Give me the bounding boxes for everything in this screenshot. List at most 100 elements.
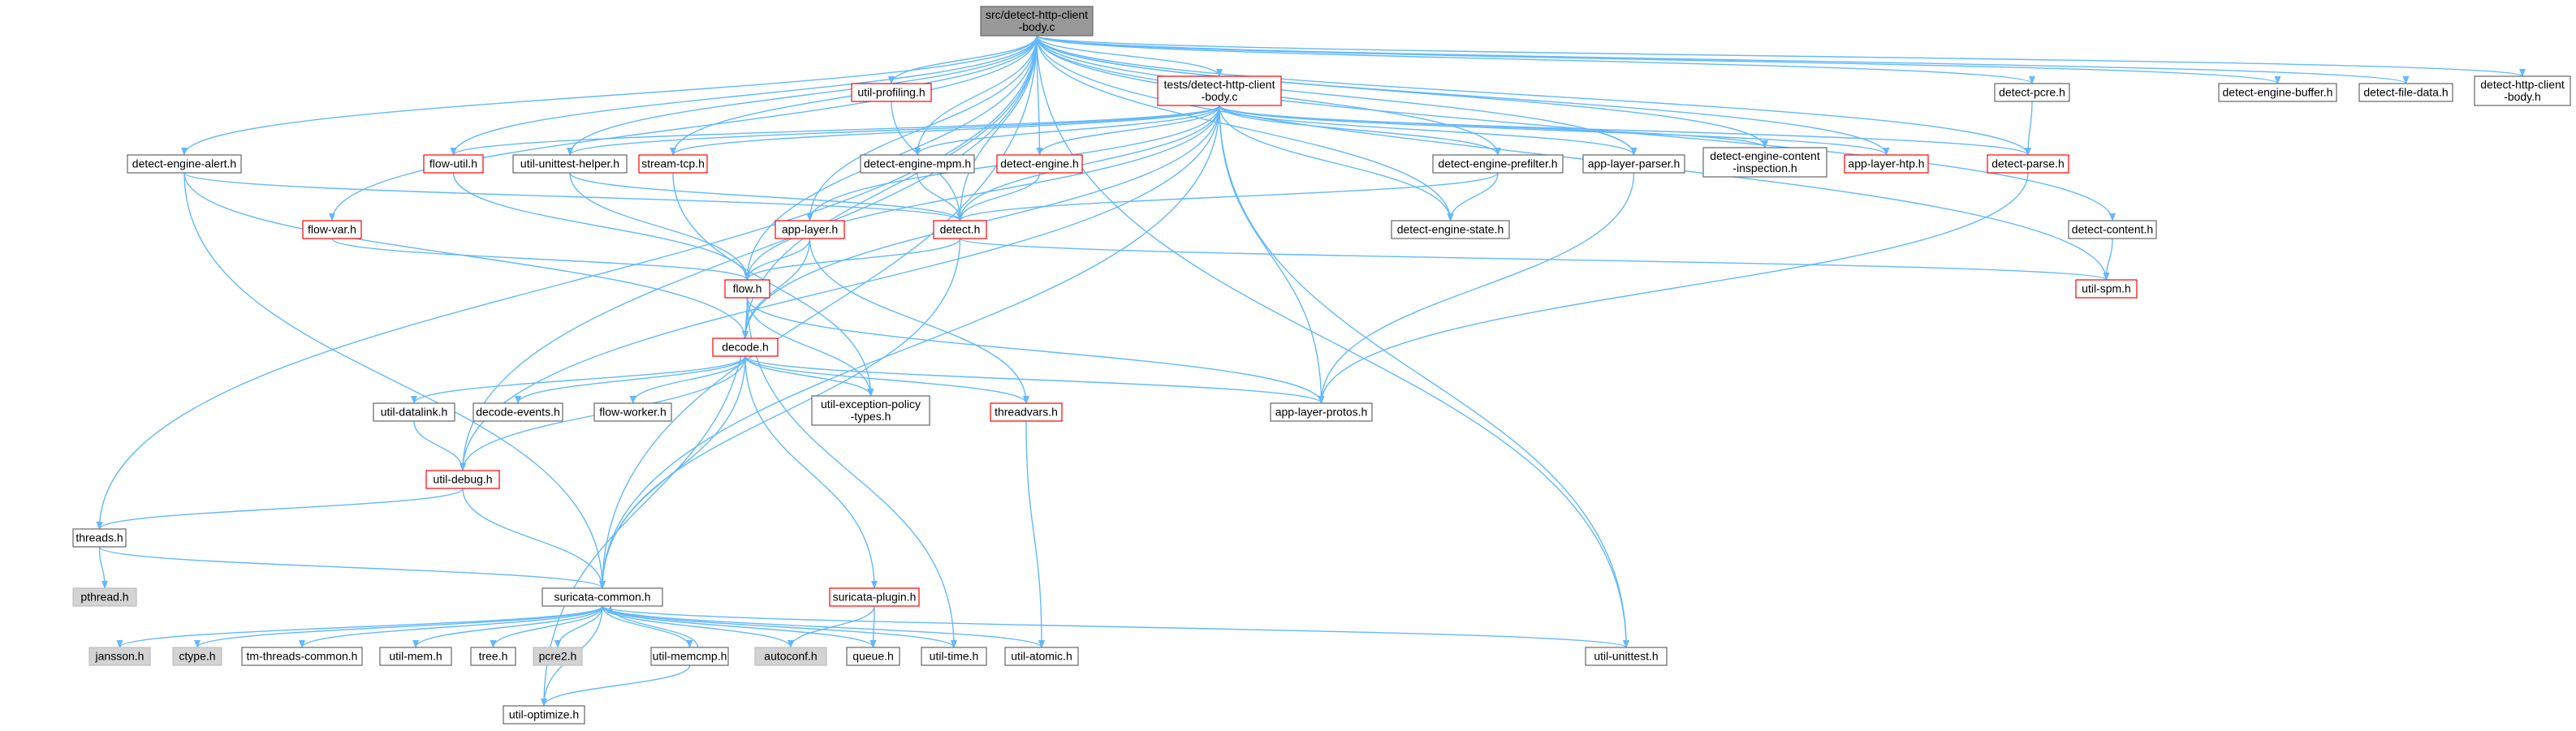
node-pcre2[interactable]: pcre2.h [533, 647, 583, 666]
node-detect-engine-alert[interactable]: detect-engine-alert.h [127, 154, 242, 174]
node-box-tests-body[interactable] [1157, 75, 1282, 106]
node-box-detect-http-client-body-h[interactable] [2474, 75, 2571, 106]
node-box-app-layer-protos[interactable] [1270, 402, 1373, 422]
node-box-queue[interactable] [846, 647, 900, 666]
node-detect-engine-prefilter[interactable]: detect-engine-prefilter.h [1432, 154, 1564, 174]
node-box-util-unittest-helper[interactable] [512, 154, 628, 174]
node-box-util-datalink[interactable] [373, 402, 455, 422]
node-box-flow-util[interactable] [423, 154, 484, 174]
node-box-util-optimize[interactable] [503, 705, 585, 725]
node-threadvars[interactable]: threadvars.h [990, 402, 1063, 422]
node-box-root[interactable] [980, 6, 1094, 37]
node-decode-events[interactable]: decode-events.h [472, 402, 563, 422]
node-util-memcmp[interactable]: util-memcmp.h [650, 647, 729, 666]
node-box-detect[interactable] [933, 220, 987, 239]
node-ctype[interactable]: ctype.h [172, 647, 222, 666]
node-detect-engine-buffer[interactable]: detect-engine-buffer.h [2218, 83, 2337, 102]
node-box-ctype[interactable] [172, 647, 222, 666]
node-box-tm-threads-common[interactable] [241, 647, 363, 666]
node-util-atomic[interactable]: util-atomic.h [1004, 647, 1079, 666]
node-detect-pcre[interactable]: detect-pcre.h [1994, 83, 2070, 102]
node-detect[interactable]: detect.h [933, 220, 987, 239]
node-box-suricata-plugin[interactable] [829, 587, 920, 607]
node-box-detect-engine-state[interactable] [1391, 220, 1510, 239]
node-box-detect-content[interactable] [2068, 220, 2157, 239]
node-box-suricata-common[interactable] [542, 587, 663, 607]
node-box-detect-file-data[interactable] [2358, 83, 2453, 102]
node-stream-tcp[interactable]: stream-tcp.h [638, 154, 708, 174]
node-app-layer[interactable]: app-layer.h [775, 220, 845, 239]
node-box-autoconf[interactable] [754, 647, 827, 666]
node-box-util-time[interactable] [921, 647, 987, 666]
node-threads[interactable]: threads.h [72, 528, 127, 548]
node-flow-worker[interactable]: flow-worker.h [593, 402, 672, 422]
node-queue[interactable]: queue.h [846, 647, 900, 666]
node-box-app-layer[interactable] [775, 220, 845, 239]
node-box-app-layer-htp[interactable] [1844, 154, 1929, 174]
node-box-tree[interactable] [470, 647, 516, 666]
node-box-detect-engine-content-inspection[interactable] [1702, 147, 1827, 178]
node-box-util-spm[interactable] [2075, 279, 2138, 299]
node-box-stream-tcp[interactable] [638, 154, 708, 174]
node-flow-var[interactable]: flow-var.h [302, 220, 362, 239]
node-detect-content[interactable]: detect-content.h [2068, 220, 2157, 239]
node-box-detect-engine-buffer[interactable] [2218, 83, 2337, 102]
node-app-layer-protos[interactable]: app-layer-protos.h [1270, 402, 1373, 422]
node-tree[interactable]: tree.h [470, 647, 516, 666]
node-flow-util[interactable]: flow-util.h [423, 154, 484, 174]
node-box-flow-worker[interactable] [593, 402, 672, 422]
node-box-flow-var[interactable] [302, 220, 362, 239]
node-util-unittest-helper[interactable]: util-unittest-helper.h [512, 154, 628, 174]
node-box-jansson[interactable] [88, 647, 151, 666]
node-util-debug[interactable]: util-debug.h [425, 470, 500, 489]
node-box-util-unittest[interactable] [1585, 647, 1668, 666]
node-box-app-layer-parser[interactable] [1582, 154, 1685, 174]
node-box-decode[interactable] [712, 338, 779, 357]
node-app-layer-htp[interactable]: app-layer-htp.h [1844, 154, 1929, 174]
node-box-util-memcmp[interactable] [650, 647, 729, 666]
node-box-detect-engine-prefilter[interactable] [1432, 154, 1564, 174]
node-box-detect-engine-mpm[interactable] [860, 154, 975, 174]
node-detect-file-data[interactable]: detect-file-data.h [2358, 83, 2453, 102]
node-box-detect-pcre[interactable] [1994, 83, 2070, 102]
node-detect-engine-content-inspection[interactable]: detect-engine-content-inspection.h [1702, 147, 1827, 178]
node-detect-engine-mpm[interactable]: detect-engine-mpm.h [860, 154, 975, 174]
node-autoconf[interactable]: autoconf.h [754, 647, 827, 666]
node-box-util-atomic[interactable] [1004, 647, 1079, 666]
node-detect-engine-state[interactable]: detect-engine-state.h [1391, 220, 1510, 239]
node-box-threads[interactable] [72, 528, 127, 548]
node-util-datalink[interactable]: util-datalink.h [373, 402, 455, 422]
node-flow[interactable]: flow.h [724, 279, 770, 299]
node-box-pcre2[interactable] [533, 647, 583, 666]
node-util-unittest[interactable]: util-unittest.h [1585, 647, 1668, 666]
node-util-mem[interactable]: util-mem.h [379, 647, 452, 666]
node-box-pthread[interactable] [72, 587, 137, 607]
node-box-util-debug[interactable] [425, 470, 500, 489]
node-box-flow[interactable] [724, 279, 770, 299]
node-decode[interactable]: decode.h [712, 338, 779, 357]
node-util-profiling[interactable]: util-profiling.h [851, 83, 932, 102]
node-root[interactable]: src/detect-http-client-body.c [980, 6, 1094, 37]
node-pthread[interactable]: pthread.h [72, 587, 137, 607]
node-util-optimize[interactable]: util-optimize.h [503, 705, 585, 725]
node-suricata-common[interactable]: suricata-common.h [542, 587, 663, 607]
node-tests-body[interactable]: tests/detect-http-client-body.c [1157, 75, 1282, 106]
node-util-exception-policy-types[interactable]: util-exception-policy-types.h [811, 395, 930, 426]
node-box-decode-events[interactable] [472, 402, 563, 422]
node-util-time[interactable]: util-time.h [921, 647, 987, 666]
node-util-spm[interactable]: util-spm.h [2075, 279, 2138, 299]
node-detect-parse[interactable]: detect-parse.h [1987, 154, 2069, 174]
node-suricata-plugin[interactable]: suricata-plugin.h [829, 587, 920, 607]
node-box-detect-engine-alert[interactable] [127, 154, 242, 174]
node-app-layer-parser[interactable]: app-layer-parser.h [1582, 154, 1685, 174]
node-box-util-mem[interactable] [379, 647, 452, 666]
node-box-threadvars[interactable] [990, 402, 1063, 422]
node-box-util-exception-policy-types[interactable] [811, 395, 930, 426]
node-box-util-profiling[interactable] [851, 83, 932, 102]
node-detect-http-client-body-h[interactable]: detect-http-client-body.h [2474, 75, 2571, 106]
node-jansson[interactable]: jansson.h [88, 647, 151, 666]
node-tm-threads-common[interactable]: tm-threads-common.h [241, 647, 363, 666]
node-box-detect-parse[interactable] [1987, 154, 2069, 174]
node-box-detect-engine[interactable] [996, 154, 1083, 174]
node-detect-engine[interactable]: detect-engine.h [996, 154, 1083, 174]
